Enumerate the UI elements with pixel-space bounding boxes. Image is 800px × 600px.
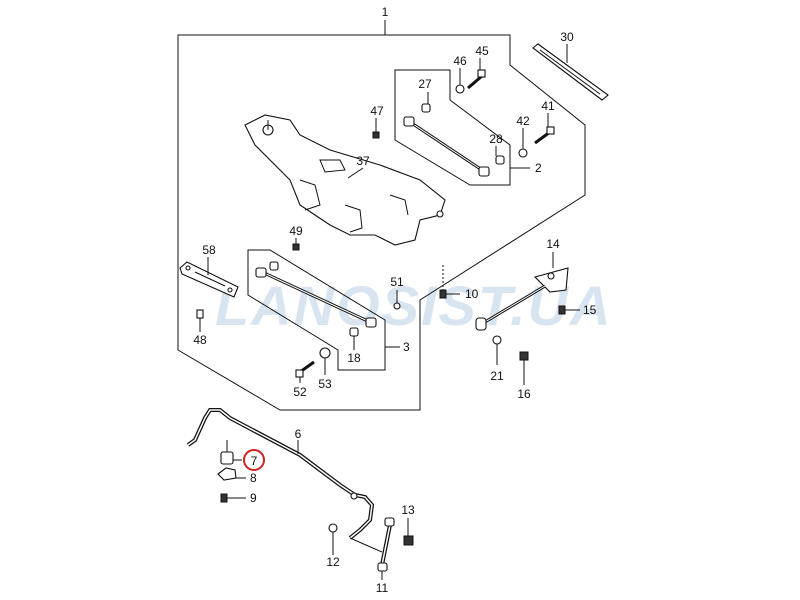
leader-37 [347,167,364,179]
callout-12: 12 [326,555,340,569]
callout-15: 15 [583,303,597,317]
stabilizer-bar-6 [186,408,375,540]
nut-51 [393,302,401,310]
bracket-8 [217,467,237,481]
callout-30: 30 [560,30,574,44]
washer-21 [492,335,502,345]
end-link-11 [349,517,395,572]
washer-53 [319,347,331,359]
callout-52: 52 [293,385,307,399]
callout-13: 13 [401,503,415,517]
callout-45: 45 [475,44,489,58]
callout-14: 14 [546,237,560,251]
callout-10: 10 [465,287,479,301]
callout-53: 53 [318,377,332,391]
rod-2 [403,103,505,177]
link-14 [475,267,569,331]
callout-51: 51 [390,275,404,289]
callout-1: 1 [382,5,389,19]
crossmember-37 [244,114,446,246]
callout-11: 11 [376,581,389,595]
bushing-7 [220,440,234,465]
group-3-box [247,249,386,371]
callout-8: 8 [250,471,257,485]
callout-41: 41 [541,99,555,113]
washer-42 [518,148,528,158]
bracket-58 [179,261,239,298]
callout-27: 27 [418,77,432,91]
bolt-45 [467,69,486,90]
callout-37: 37 [356,154,370,168]
rod-3 [255,261,377,337]
callout-28: 28 [489,132,503,146]
callout-2: 2 [535,161,542,175]
callout-58: 58 [202,243,216,257]
group-2-box [394,69,511,186]
bolt-52 [295,360,315,378]
bolt-15 [558,305,566,315]
callout-3: 3 [403,340,410,354]
strip-30 [532,43,609,101]
callout-42: 42 [516,114,530,128]
callout-46: 46 [453,54,467,68]
nut-13 [403,535,414,546]
bolt-9 [220,493,228,503]
bolt-41 [534,126,555,145]
washer-46 [455,84,465,94]
callout-6: 6 [295,427,302,441]
bolt-48 [196,309,204,319]
nut-16 [519,351,529,361]
callout-48: 48 [193,333,207,347]
callout-7: 7 [251,454,258,468]
washer-12 [328,523,338,533]
nut-49 [292,243,300,251]
group-1-outline [177,34,586,411]
callout-7-highlight-ring [243,449,265,471]
callout-18: 18 [347,351,361,365]
callout-47: 47 [370,104,384,118]
callout-21: 21 [490,369,504,383]
callout-49: 49 [289,224,303,238]
callout-16: 16 [517,387,531,401]
bolt-47 [372,131,380,139]
callout-9: 9 [250,491,257,505]
